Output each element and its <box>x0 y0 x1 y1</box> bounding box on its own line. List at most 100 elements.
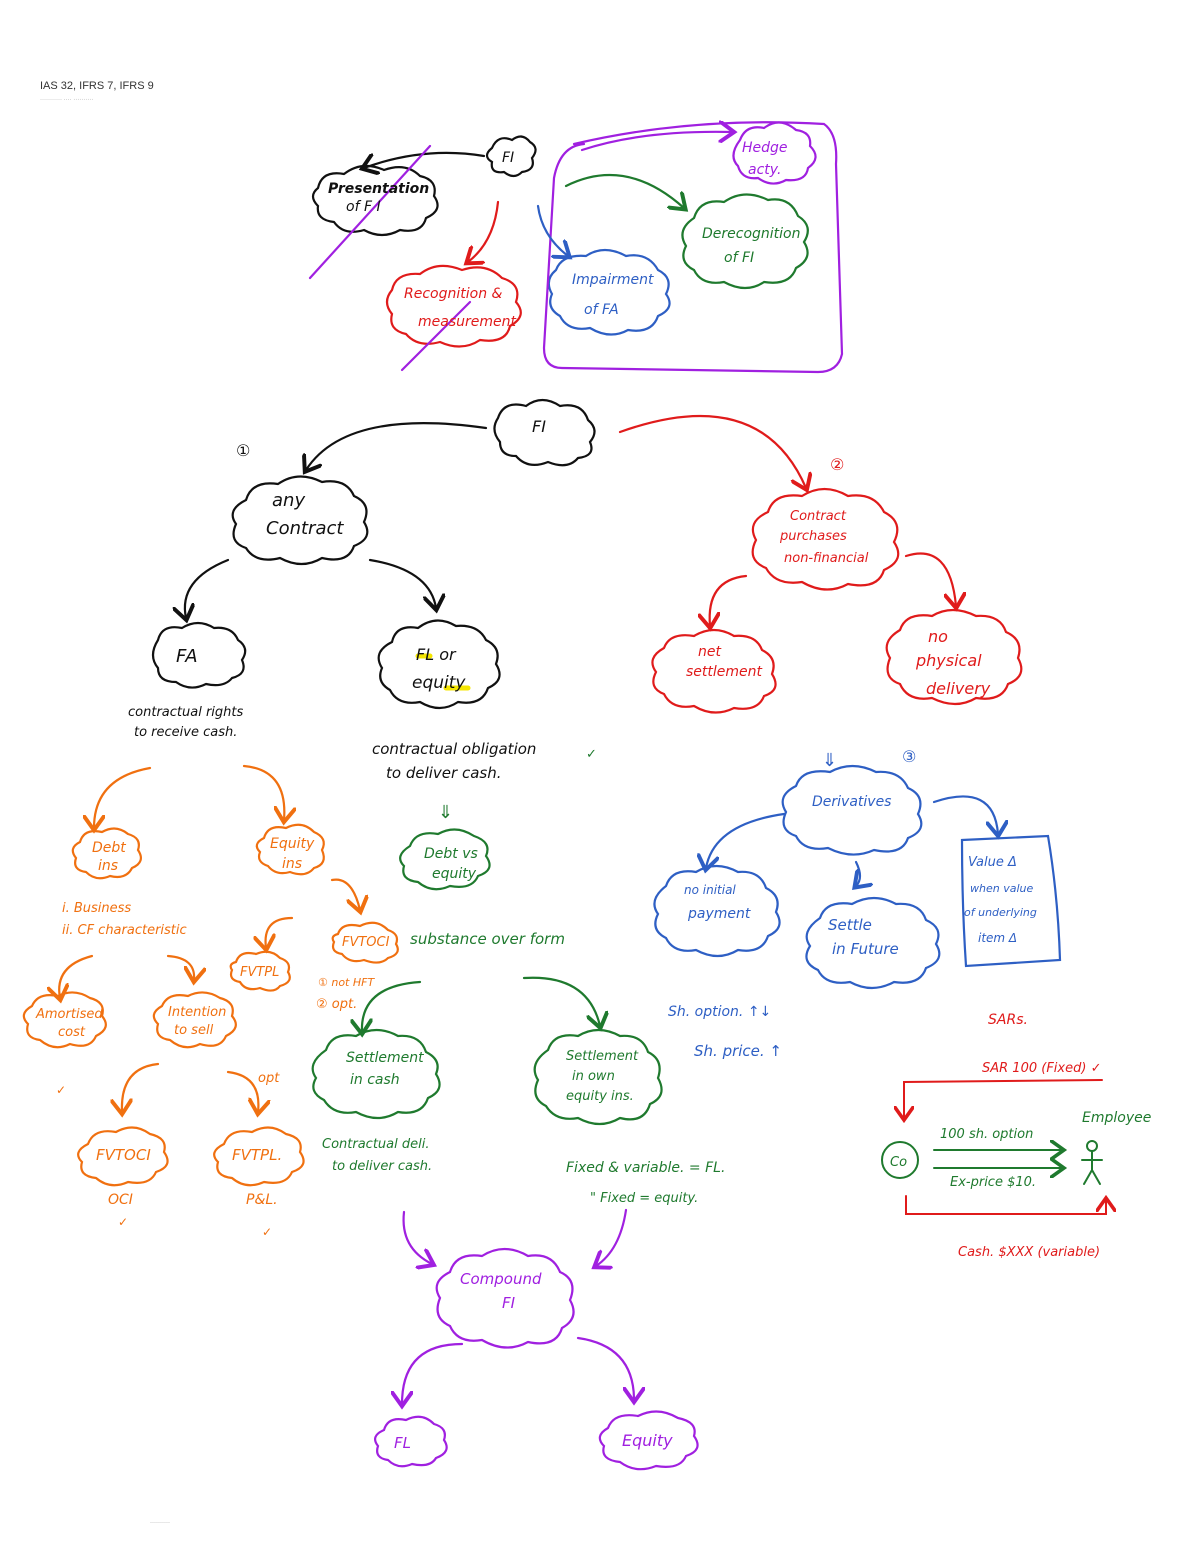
contract-nonfin-label-1: Contract <box>790 509 847 524</box>
fl-desc-2: to deliver cash. <box>386 764 501 782</box>
fi-main-cloud <box>493 398 596 467</box>
fl-desc-1: contractual obligation <box>372 740 536 758</box>
arrow-intention-fvtpl <box>226 1070 258 1112</box>
fl-check: ✓ <box>586 747 597 762</box>
fvtpl-small-label: FVTPL <box>240 965 279 980</box>
hedge-box <box>542 121 844 374</box>
settle-equity-label-3: equity ins. <box>566 1089 634 1104</box>
settle-cash-cloud <box>311 1028 441 1120</box>
amortised-cloud <box>22 991 107 1049</box>
pl-label: P&L. <box>246 1192 278 1208</box>
document-subtitle: ··········· ···· ·········· <box>40 97 94 103</box>
sars-shapes <box>881 1079 1106 1215</box>
equity-final-label: Equity <box>622 1431 673 1450</box>
green-branch-labels: ⇓ Debt vs equity substance over form Set… <box>322 802 725 1206</box>
arrow-deriv-initial <box>706 812 786 868</box>
value-change-4: item Δ <box>978 931 1017 945</box>
arrow-contract-net <box>710 574 748 626</box>
arrow-equity-compound <box>596 1208 628 1266</box>
amortised-label-1: Amortised <box>35 1007 103 1022</box>
fvtoci-cloud <box>77 1126 169 1187</box>
fl-equity-label-2: equity <box>412 673 466 693</box>
recognition-label-1: Recognition & <box>404 286 503 302</box>
net-settlement-label-1: net <box>698 644 721 660</box>
not-hft-1: ① not HFT <box>318 976 375 989</box>
marker-2: ② <box>830 455 844 474</box>
pl-check: ✓ <box>262 1225 272 1239</box>
sh-price-label: Sh. price. ↑ <box>694 1042 782 1060</box>
arrow-fi-recognition <box>468 200 500 262</box>
cash-variable-label: Cash. $XXX (variable) <box>958 1245 1100 1260</box>
purple-branch-labels: Compound FI FL Equity <box>394 1270 673 1452</box>
no-initial-cloud <box>653 864 781 958</box>
no-initial-label-1: no initial <box>684 883 736 897</box>
employee-icon <box>1081 1140 1103 1185</box>
fi-top-cloud <box>485 135 537 178</box>
contract-nonfin-label-3: non-financial <box>784 551 869 566</box>
hedge-box-arrow <box>580 132 732 152</box>
equity-final-cloud <box>598 1410 699 1471</box>
impairment-label-2: of FA <box>584 302 619 318</box>
fa-desc-1: contractual rights <box>128 705 243 720</box>
contract-nonfin-cloud <box>751 487 900 591</box>
sar-fixed-arrow <box>904 1079 1103 1118</box>
contract-nonfin-label-2: purchases <box>779 529 847 544</box>
red-section-shapes <box>618 414 1023 714</box>
red-section-labels: ② Contract purchases non-financial net s… <box>686 455 991 698</box>
any-contract-label-2: Contract <box>266 518 344 539</box>
fixed-fixed: " Fixed = equity. <box>590 1191 698 1206</box>
compound-cloud <box>435 1247 575 1349</box>
fl-equity-cloud <box>377 619 501 710</box>
amortised-label-2: cost <box>58 1025 86 1040</box>
strike-presentation <box>308 144 432 280</box>
equity-ins-label-1: Equity <box>270 836 315 852</box>
orange-branch-shapes <box>22 764 399 1187</box>
value-change-1: Value Δ <box>968 855 1017 870</box>
fixed-variable: Fixed & variable. = FL. <box>566 1160 725 1176</box>
amortised-check: ✓ <box>56 1083 66 1097</box>
green-branch-shapes <box>311 828 663 1126</box>
employee-label: Employee <box>1082 1110 1151 1126</box>
intention-label-2: to sell <box>174 1023 214 1038</box>
fl-equity-label-1: FL or <box>416 645 457 664</box>
substance-over-form: substance over form <box>410 930 565 948</box>
fvtoci-small-cloud <box>331 921 399 964</box>
arrow-deriv-future <box>856 860 860 886</box>
no-delivery-label-3: delivery <box>926 679 991 698</box>
arrow-compound-fl <box>402 1342 464 1404</box>
not-hft-2: ② opt. <box>316 997 357 1012</box>
arrow-intention-fvtoci <box>122 1062 160 1112</box>
intention-label-1: Intention <box>168 1005 226 1020</box>
cash-variable-arrow <box>905 1196 1106 1215</box>
arrow-equity-fvtpl <box>266 916 294 948</box>
oci-label: OCI <box>108 1192 133 1208</box>
value-change-3: of underlying <box>964 906 1037 919</box>
compound-label-1: Compound <box>460 1270 542 1288</box>
arrow-contract-delivery <box>904 552 956 606</box>
blue-section-shapes <box>653 764 1062 990</box>
oci-check: ✓ <box>118 1215 128 1229</box>
settle-future-cloud <box>805 896 941 990</box>
fi-main-label: FI <box>532 417 546 436</box>
sh-option-label: Sh. option. ↑↓ <box>668 1004 771 1020</box>
fa-cloud <box>151 621 247 689</box>
arrow-debt-intention <box>166 954 194 980</box>
main-tree-shapes <box>151 398 596 710</box>
fvtpl-cloud <box>213 1126 305 1187</box>
main-tree-labels: FI ① any Contract FA contractual rights … <box>128 417 597 782</box>
arrow-down-blue: ⇓ <box>822 750 837 771</box>
arrow-fi-presentation <box>364 151 486 168</box>
settle-equity-label-1: Settlement <box>566 1049 639 1064</box>
document-title: IAS 32, IFRS 7, IFRS 9 <box>40 80 154 92</box>
blue-section-labels: ⇓ ③ Derivatives no initial payment Settl… <box>668 747 1037 1060</box>
arrow-compound-equity <box>576 1336 634 1400</box>
net-settlement-cloud <box>651 628 777 714</box>
sars-label: SARs. <box>988 1012 1028 1028</box>
no-delivery-label-1: no <box>928 627 948 646</box>
contractual-deli-1: Contractual deli. <box>322 1137 429 1152</box>
arrow-debt-amortised <box>59 954 94 998</box>
debt-vs-equity-label-1: Debt vs <box>424 846 478 862</box>
fvtpl-label: FVTPL. <box>232 1146 282 1164</box>
arrow-substance-cash <box>362 980 422 1032</box>
